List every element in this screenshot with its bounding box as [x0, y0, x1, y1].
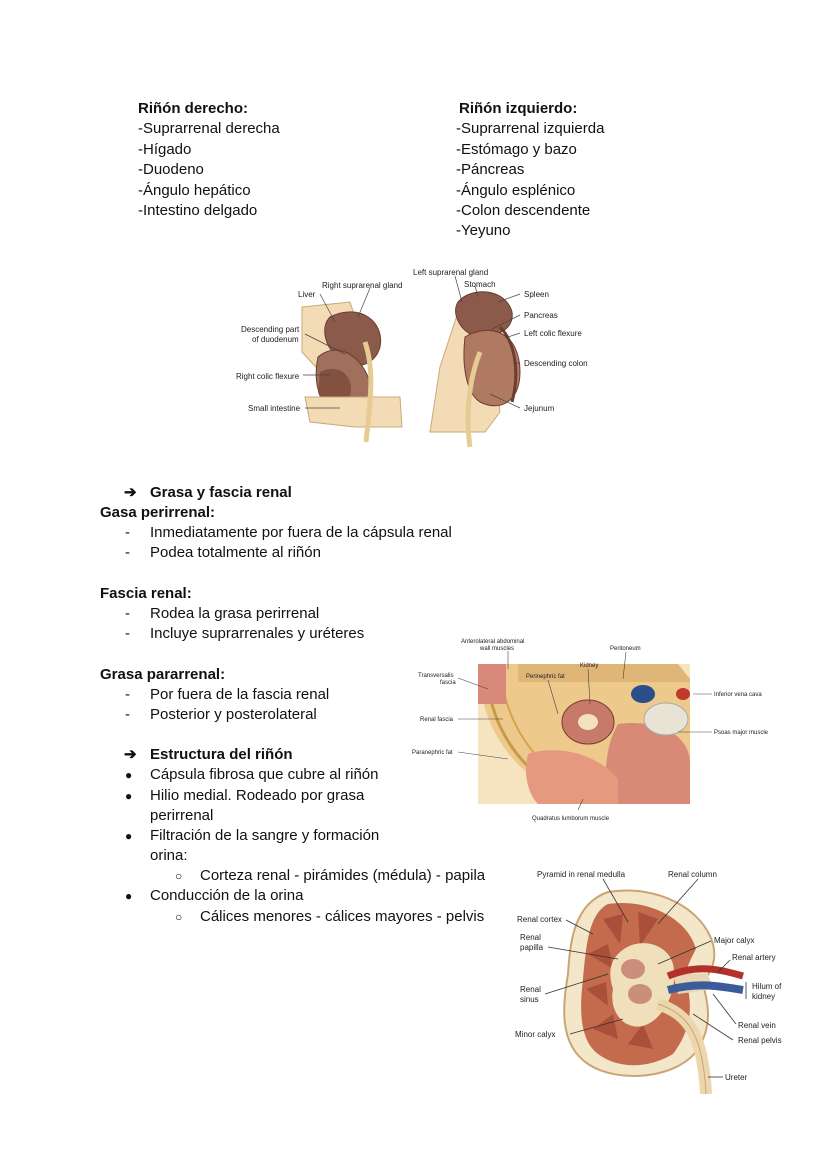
left-kidney-item: -Suprarrenal izquierda: [456, 120, 605, 138]
label-papilla: papilla: [520, 943, 544, 952]
right-kidney-heading: Riñón derecho:: [138, 100, 249, 117]
left-kidney-item: -Yeyuno: [456, 222, 511, 240]
bullet-circle: ○: [175, 910, 183, 924]
label-renal-artery: Renal artery: [732, 953, 776, 962]
label-right-suprarenal: Right suprarenal gland: [322, 281, 403, 290]
kidney-relations-figure: Liver Right suprarenal gland Left suprar…: [236, 268, 588, 448]
structure-title: Estructura del riñón: [150, 746, 293, 763]
structure-item-cont: orina:: [150, 847, 188, 864]
bullet-dot: ●: [125, 829, 133, 843]
right-kidney-item: -Duodeno: [138, 161, 204, 179]
label-jejunum: Jejunum: [524, 404, 555, 413]
dash-bullet: -: [125, 544, 130, 561]
label-left-colic: Left colic flexure: [524, 329, 582, 338]
label-renal-column: Renal column: [668, 870, 717, 879]
structure-item: Cápsula fibrosa que cubre al riñón: [150, 766, 379, 783]
label-renal-cortex: Renal cortex: [517, 915, 562, 924]
structure-item: Filtración de la sangre y formación: [150, 827, 380, 844]
structure-arrow: ➔: [124, 746, 137, 763]
label-renal-sinus-1: Renal: [520, 985, 541, 994]
structure-subitem: Cálices menores - cálices mayores - pelv…: [200, 908, 485, 925]
pararrenal-item: Posterior y posterolateral: [150, 706, 317, 723]
perirrenal-heading: Gasa perirrenal:: [100, 504, 216, 521]
bullet-circle: ○: [175, 869, 183, 883]
renal-fascia-figure: Anterolateral abdominal wall muscles Per…: [412, 639, 769, 822]
label-minor-calyx: Minor calyx: [515, 1030, 555, 1039]
bullet-dot: ●: [125, 889, 133, 903]
dash-bullet: -: [125, 625, 130, 642]
fat-section-title: Grasa y fascia renal: [150, 484, 292, 501]
bullet-dot: ●: [125, 768, 133, 782]
label-transversalis: Transversalis: [418, 673, 453, 679]
perirrenal-item: Podea totalmente al riñón: [150, 544, 321, 561]
label-paranephric: Paranephric fat: [412, 750, 453, 756]
fascia-item: Incluye suprarrenales y uréteres: [150, 625, 365, 642]
right-kidney-item: -Hígado: [138, 140, 192, 158]
label-liver: Liver: [298, 290, 316, 299]
structure-subitem: Corteza renal - pirámides (médula) - pap…: [200, 867, 486, 884]
label-hilum: Hilum of: [752, 982, 782, 991]
left-kidney-item: -Páncreas: [456, 161, 525, 179]
structure-item: Hilio medial. Rodeado por grasa: [150, 787, 365, 804]
fascia-heading: Fascia renal:: [100, 585, 192, 602]
left-kidney-block: Riñón izquierdo: -Suprarrenal izquierda …: [456, 99, 604, 242]
label-renal-pelvis: Renal pelvis: [738, 1036, 782, 1045]
label-spleen: Spleen: [524, 290, 549, 299]
label-descending-part: Descending part: [241, 325, 300, 334]
right-kidney-item: -Suprarrenal derecha: [138, 120, 280, 138]
label-right-colic: Right colic flexure: [236, 372, 300, 381]
label-renal-vein: Renal vein: [738, 1021, 776, 1030]
pararrenal-heading: Grasa pararrenal:: [100, 666, 226, 683]
label-left-suprarenal: Left suprarenal gland: [413, 268, 488, 277]
label-pancreas: Pancreas: [524, 311, 558, 320]
left-kidney-heading: Riñón izquierdo:: [459, 100, 578, 117]
label-renal-sinus-2: sinus: [520, 995, 539, 1004]
dash-bullet: -: [125, 706, 130, 723]
perirrenal-item: Inmediatamente por fuera de la cápsula r…: [150, 524, 452, 541]
structure-item-cont: perirrenal: [150, 807, 214, 824]
label-stomach: Stomach: [464, 280, 496, 289]
left-kidney-item: -Colon descendente: [456, 202, 591, 220]
structure-item: Conducción de la orina: [150, 887, 304, 904]
label-hilum-kidney: kidney: [752, 992, 775, 1001]
label-descending-colon: Descending colon: [524, 359, 588, 368]
label-renal-fascia: Renal fascia: [420, 717, 454, 723]
label-major-calyx: Major calyx: [714, 936, 754, 945]
label-transversalis-fascia: fascia: [440, 680, 456, 686]
right-kidney-item: -Ángulo hepático: [138, 181, 251, 199]
label-renal: Renal: [520, 933, 541, 942]
kidney-anatomy-figure: Pyramid in renal medulla Renal column Re…: [515, 870, 782, 1094]
label-anterolateral: Anterolateral abdominal: [461, 639, 524, 645]
dash-bullet: -: [125, 686, 130, 703]
fascia-item: Rodea la grasa perirrenal: [150, 605, 320, 622]
label-pyramid: Pyramid in renal medulla: [537, 870, 626, 879]
left-kidney-item: -Estómago y bazo: [456, 140, 577, 158]
dash-bullet: -: [125, 524, 130, 541]
fat-section-arrow: ➔: [124, 484, 137, 501]
label-perinephric: Perinephric fat: [526, 674, 565, 680]
left-kidney-item: -Ángulo esplénico: [456, 181, 576, 199]
label-quadratus: Quadratus lumborum muscle: [532, 816, 610, 822]
label-of-duodenum: of duodenum: [252, 335, 299, 344]
bullet-dot: ●: [125, 789, 133, 803]
right-kidney-item: -Intestino delgado: [138, 202, 258, 220]
label-ureter: Ureter: [725, 1073, 748, 1082]
label-wall-muscles: wall muscles: [479, 646, 514, 652]
label-small-intestine: Small intestine: [248, 404, 301, 413]
label-peritoneum: Peritoneum: [610, 646, 641, 652]
pararrenal-item: Por fuera de la fascia renal: [150, 686, 330, 703]
dash-bullet: -: [125, 605, 130, 622]
right-kidney-block: Riñón derecho: -Suprarrenal derecha -Híg…: [138, 99, 280, 221]
label-kidney: Kidney: [580, 663, 598, 669]
label-ivc: Inferior vena cava: [714, 692, 762, 698]
label-psoas: Psoas major muscle: [714, 730, 769, 736]
